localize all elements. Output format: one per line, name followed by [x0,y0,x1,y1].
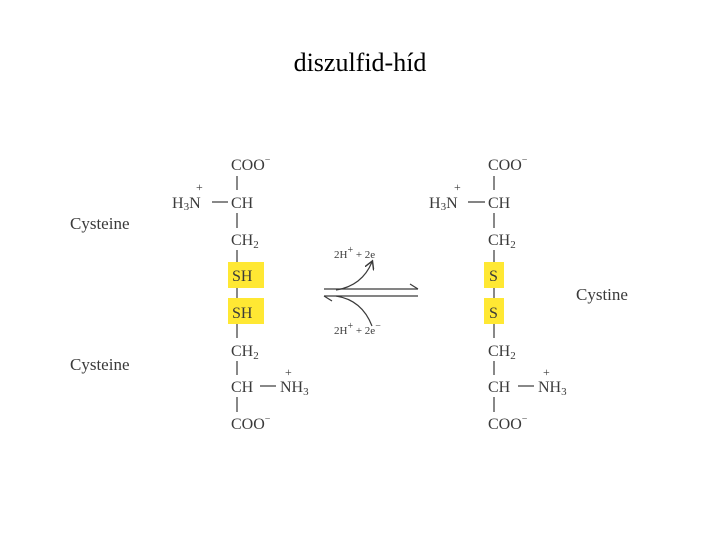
nh3-group: NH3 [538,379,567,398]
cysteine-label-bottom: Cysteine [70,355,130,374]
coo-bottom: COO− [488,414,528,433]
cysteine-pair: COO− + H3N CH CH2 SH SH CH2 CH + NH3 COO… [172,155,309,433]
h3n-group: H3N [429,195,458,213]
ch2-bottom: CH2 [231,343,259,362]
s-highlight-top [484,262,504,288]
nh3-charge: + [543,365,550,379]
s-bottom: S [489,305,498,322]
sh-bottom: SH [232,305,253,322]
ch-bottom: CH [488,379,511,396]
cystine-label: Cystine [576,285,628,304]
ch-top: CH [488,195,511,212]
coo-bottom: COO− [231,414,271,433]
sh-highlight-bottom [228,298,264,324]
h3n-group: H3N [172,195,201,213]
reaction-arrows: 2H+ + 2e 2H+ + 2e− [323,245,419,337]
slide-title: diszulfid-híd [293,48,427,77]
nh3-charge: + [285,365,292,379]
nh3-group: NH3 [280,379,309,398]
h3n-charge: + [196,180,203,194]
h3n-charge: + [454,180,461,194]
cysteine-label-top: Cysteine [70,214,130,233]
cystine-molecule: COO− + H3N CH CH2 S S CH2 CH + NH3 COO− [429,155,567,433]
coo-top: COO− [231,155,271,174]
reaction-bottom-text: 2H+ + 2e− [334,321,381,337]
ch2-bottom: CH2 [488,343,516,362]
ch2-top: CH2 [231,232,259,251]
sh-top: SH [232,268,253,285]
curved-arrow-out [335,262,372,291]
sh-highlight-top [228,262,264,288]
ch-top: CH [231,195,254,212]
s-top: S [489,268,498,285]
ch-bottom: CH [231,379,254,396]
ch2-top: CH2 [488,232,516,251]
reaction-top-text: 2H+ + 2e [334,245,375,261]
coo-top: COO− [488,155,528,174]
curved-arrow-in [335,295,373,327]
s-highlight-bottom [484,298,504,324]
